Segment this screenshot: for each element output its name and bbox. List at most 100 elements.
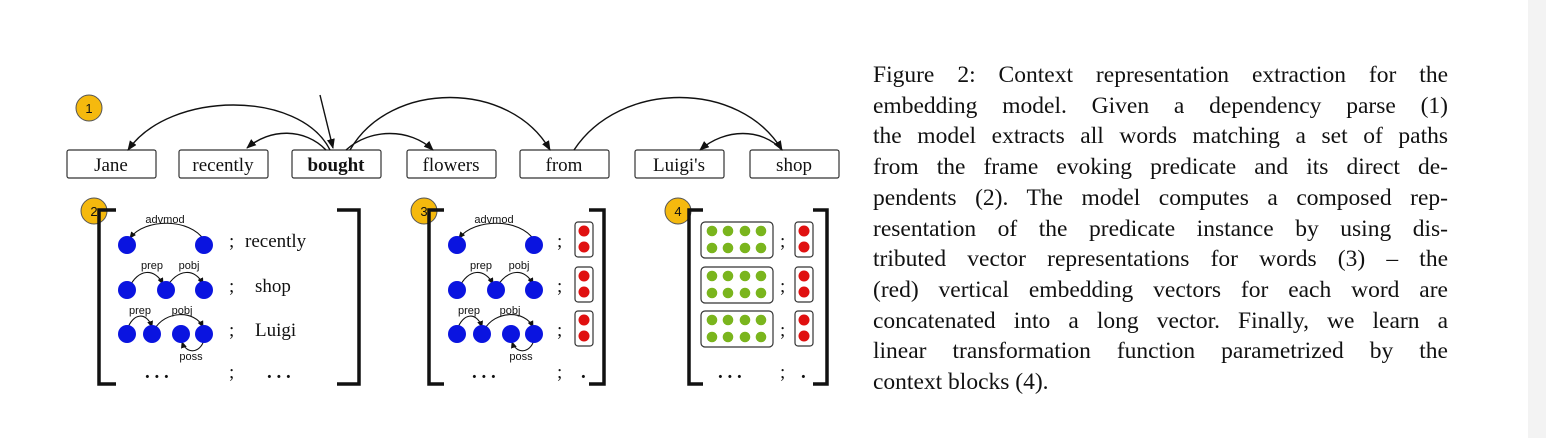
node [525,236,543,254]
marker-4: 4 [664,197,692,225]
word-luigis: Luigi's [653,155,705,176]
node [195,236,213,254]
word-box-flowers: flowers [406,149,497,179]
word-recently: recently [192,155,254,176]
path-row-advmod: advmod ; recently [118,214,307,254]
node [195,281,213,299]
right-bracket [813,208,829,386]
label-poss: poss [179,351,203,363]
label-advmod: advmod [474,214,513,226]
marker-4-label: 4 [674,204,681,219]
caption-line: from the frame evoking predicate and its… [873,154,1448,181]
word-flowers: flowers [423,155,480,176]
semicolon: ; [780,362,785,383]
left-bracket [687,208,703,386]
word-box-recently: recently [178,149,269,179]
node [118,281,136,299]
left-bracket [97,208,116,386]
node [157,281,175,299]
vector-element [578,286,590,298]
caption-line: context blocks (4). [873,369,1049,396]
caption-line: embedding model. Given a dependency pars… [873,92,1448,119]
vector-element [578,225,590,237]
marker-1-label: 1 [85,101,92,116]
semicolon: ; [229,362,234,383]
ellipsis: . . . [718,362,742,383]
marker-3-label: 3 [420,204,427,219]
caption-line: pendents (2). The model computes a compo… [873,184,1448,211]
arc-from-shop [573,96,783,151]
arc-poss [511,339,535,352]
predicate-pointer-arrow [319,94,335,149]
node [118,236,136,254]
caption-line: Figure 2: Context representation extract… [873,62,1448,88]
node [448,236,466,254]
word-jane: Jane [94,155,128,176]
semicolon: ; [780,320,785,341]
panel-3-embeddings: 3 advmod ; prep pobj ; [410,197,606,386]
node [195,325,213,343]
word-box-bought: bought [291,149,382,179]
word-box-luigis: Luigi's [634,149,725,179]
word-recently-context: recently [245,231,307,252]
ellipsis: . . . [267,362,291,383]
path-row-prep-pobj-poss: prep pobj poss ; Luigi [118,305,296,363]
semicolon: ; [229,231,234,252]
embedding-row-advmod: advmod ; [448,214,594,258]
ellipsis: . . . [472,362,496,383]
dot: . [801,362,806,383]
figure-caption: Figure 2: Context representation extract… [873,60,1448,398]
context-block [700,310,774,348]
node [448,281,466,299]
arc-pobj [153,314,204,331]
semicolon: ; [557,231,562,252]
word-shop: shop [776,155,812,176]
semicolon: ; [557,276,562,297]
panel-4-context-blocks: 4 ; ; ; [664,197,829,386]
vector-element [578,241,590,253]
panel-2-paths: 2 advmod ; recently prep pobj ; shop [80,197,361,386]
label-prep: prep [470,260,492,272]
context-block-row: ; [700,221,814,259]
left-bracket [427,208,444,386]
label-prep: prep [141,260,163,272]
semicolon: ; [229,320,234,341]
node [448,325,466,343]
arc-pobj [483,314,534,331]
label-pobj: pobj [509,260,530,272]
word-box-jane: Jane [66,149,157,179]
arc-bought-recently [246,132,327,151]
word-box-from: from [519,149,610,179]
label-pobj: pobj [179,260,200,272]
semicolon: ; [557,362,562,383]
caption-line: concatenated into a long vector. Finally… [873,307,1448,334]
embedding-row-prep-pobj-poss: prep pobj poss ; [448,305,594,363]
semicolon: ; [229,276,234,297]
word-shop-context: shop [255,276,291,297]
right-bracket [589,208,606,386]
vector-element [578,330,590,342]
semicolon: ; [780,231,785,252]
label-pobj: pobj [500,305,521,317]
word-from: from [546,155,583,176]
context-block [700,266,774,304]
path-row-prep-pobj: prep pobj ; shop [118,260,291,299]
context-block-row: ; [700,266,814,304]
marker-1: 1 [75,94,103,122]
scrollbar-track[interactable] [1528,0,1546,438]
context-block-row: ; [700,310,814,348]
arc-shop-luigis [699,132,783,151]
arc-advmod [458,222,535,241]
word-luigi-context: Luigi [255,320,296,341]
semicolon: ; [780,276,785,297]
node [172,325,190,343]
word-bought: bought [307,155,365,176]
marker-2-label: 2 [90,204,97,219]
embedding-row-prep-pobj: prep pobj ; [448,260,594,303]
node [525,325,543,343]
right-bracket [337,208,361,386]
node [525,281,543,299]
label-advmod: advmod [145,214,184,226]
arc-bought-from [349,96,551,151]
node [487,281,505,299]
